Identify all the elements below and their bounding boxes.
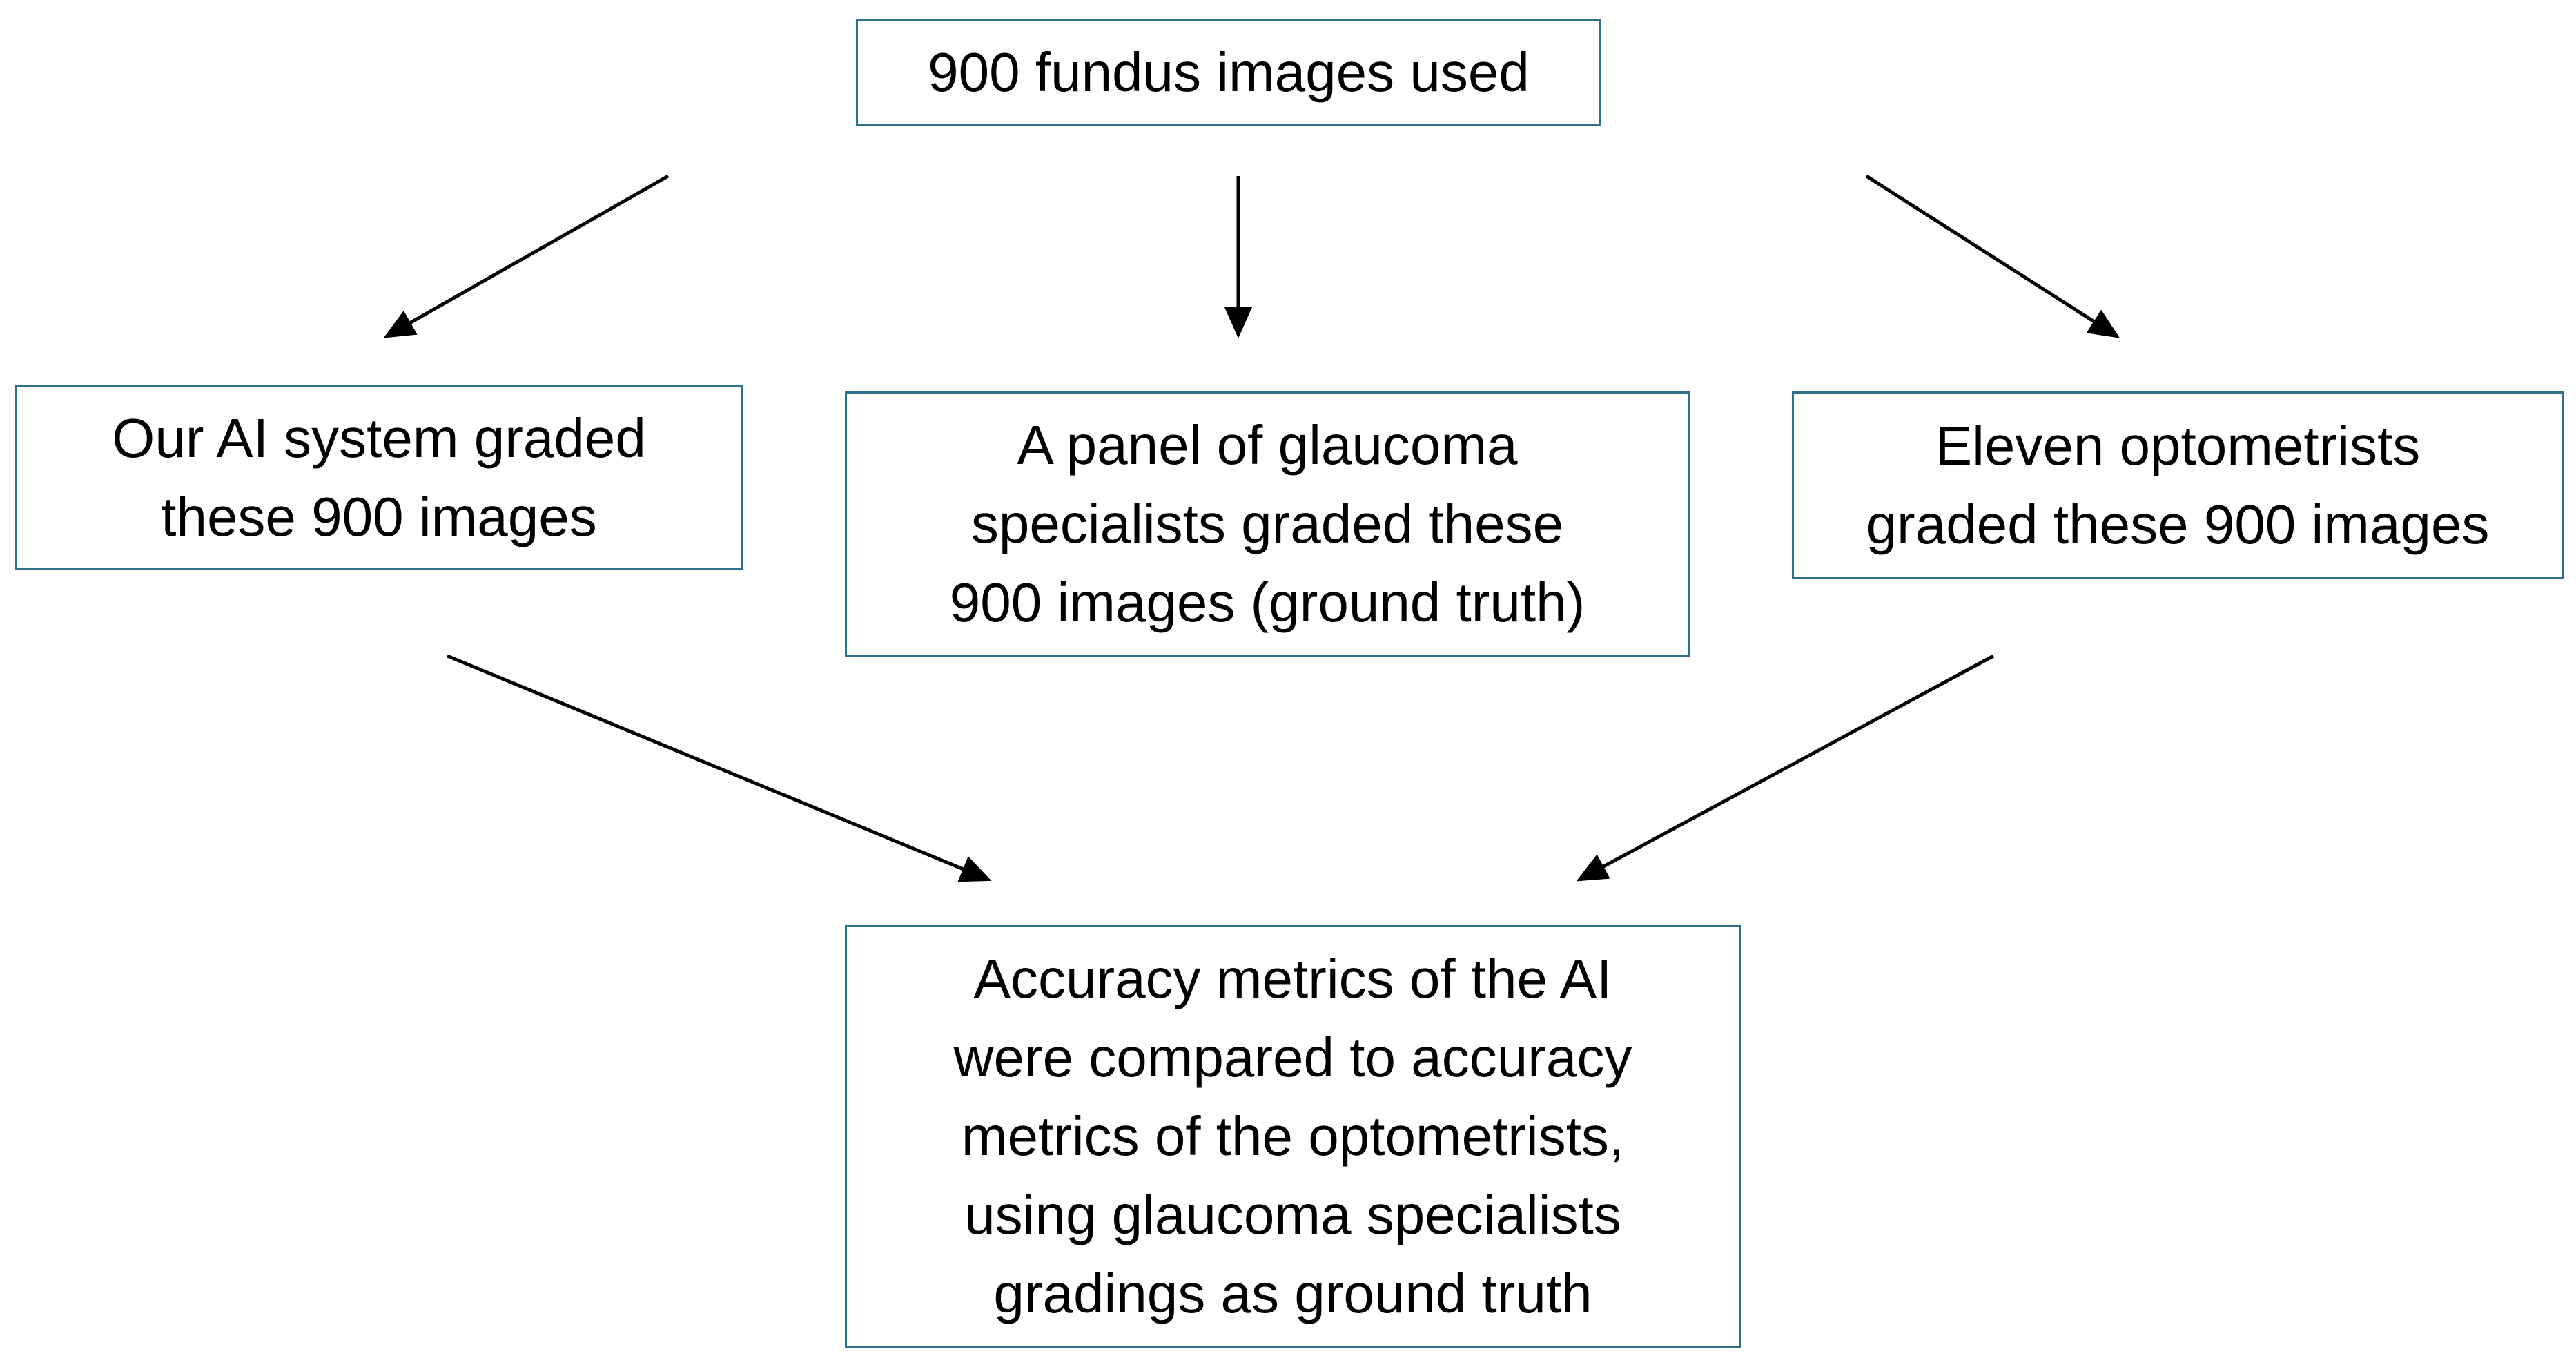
center-box: A panel of glaucoma specialists graded t… — [845, 391, 1690, 657]
arrow-left-to-bottom — [447, 654, 992, 882]
arrow-top-to-left — [383, 174, 670, 338]
right-box-line-1: Eleven optometrists — [1935, 415, 2421, 476]
center-box-line-2: specialists graded these — [970, 493, 1564, 554]
bottom-box: Accuracy metrics of the AI were compared… — [845, 925, 1741, 1348]
top-box-line-1: 900 fundus images used — [928, 41, 1530, 103]
center-box-line-1: A panel of glaucoma — [1017, 414, 1518, 476]
bottom-box-line-1: Accuracy metrics of the AI — [973, 948, 1612, 1009]
center-box-line-3: 900 images (ground truth) — [949, 572, 1585, 633]
left-box-line-1: Our AI system graded — [112, 407, 646, 469]
right-box-line-2: graded these 900 images — [1866, 494, 2490, 555]
top-box: 900 fundus images used — [856, 19, 1601, 126]
bottom-box-line-4: using glaucoma specialists — [964, 1184, 1621, 1245]
bottom-box-line-2: were compared to accuracy — [953, 1027, 1632, 1088]
bottom-box-line-5: gradings as ground truth — [993, 1263, 1592, 1324]
arrow-right-to-bottom — [1576, 654, 1995, 882]
left-box-line-2: these 900 images — [161, 486, 597, 547]
arrow-top-to-right — [1865, 174, 2120, 338]
right-box: Eleven optometrists graded these 900 ima… — [1792, 391, 2564, 579]
bottom-box-line-3: metrics of the optometrists, — [961, 1105, 1625, 1167]
left-box: Our AI system graded these 900 images — [15, 385, 743, 570]
